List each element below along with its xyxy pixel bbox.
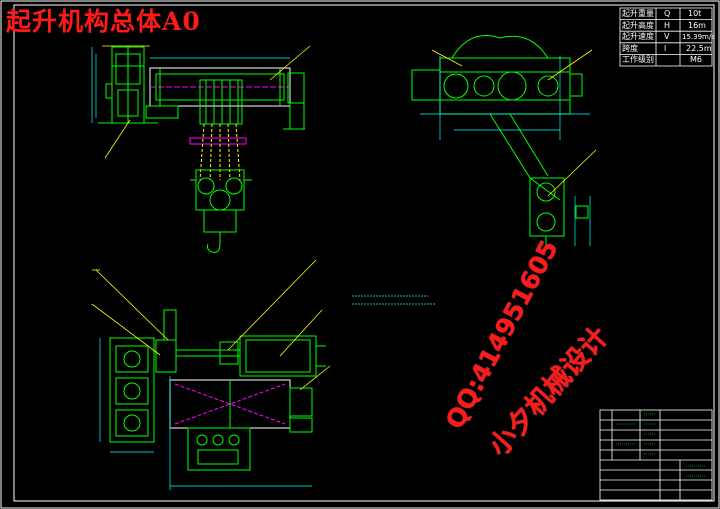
spec-unit: 15.39m/s xyxy=(682,32,715,42)
spec-symbol: Q xyxy=(664,9,671,18)
spec-row: 跨度 xyxy=(622,44,638,54)
spec-param: 工作级别 xyxy=(622,55,654,64)
spec-row: 起升重量 xyxy=(622,9,654,19)
spec-unit-text: 22.5m xyxy=(686,44,712,53)
spec-unit: 22.5m xyxy=(686,44,712,54)
spec-row: 工作级别 xyxy=(622,55,654,65)
title-block-fill xyxy=(616,413,706,477)
spec-unit-text: 15.39m/s xyxy=(682,33,715,41)
front-view-leaders xyxy=(102,45,311,159)
spec-symbol: V xyxy=(664,32,670,41)
spec-symbol: l xyxy=(664,44,667,53)
spec-value: Q xyxy=(664,9,670,19)
plan-view-dimensions xyxy=(99,338,312,490)
spec-param: 跨度 xyxy=(622,44,638,53)
side-view-leaders xyxy=(431,49,597,197)
spec-value: V xyxy=(664,32,669,42)
spec-unit: 16m xyxy=(688,21,706,31)
title-block xyxy=(599,409,713,501)
front-view-dimensions xyxy=(91,47,290,123)
spec-row: 起升速度 xyxy=(622,32,654,42)
spec-symbol: H xyxy=(664,21,671,30)
spec-unit: 10t xyxy=(688,9,701,19)
side-view-dimensions xyxy=(420,56,591,246)
spec-table-grid xyxy=(619,7,713,67)
spec-param: 起升重量 xyxy=(622,9,654,18)
spec-unit-text: 10t xyxy=(688,9,702,18)
spec-value: H xyxy=(664,21,670,31)
drawing-title: 起升机构总体A0 xyxy=(6,7,201,36)
plan-view xyxy=(109,309,326,471)
spec-value: l xyxy=(664,44,666,54)
plan-view-leaders xyxy=(91,259,331,391)
spec-unit: M6 xyxy=(690,55,702,65)
spec-unit-text: M6 xyxy=(690,55,702,64)
spec-unit-text: 16m xyxy=(688,21,706,30)
hoist-front-view xyxy=(98,46,305,253)
spec-param: 起升高度 xyxy=(622,21,654,30)
gearbox-side-view xyxy=(411,35,589,250)
technical-notes xyxy=(352,295,436,305)
inner-frame xyxy=(13,4,715,502)
spec-row: 起升高度 xyxy=(622,21,654,31)
spec-param: 起升速度 xyxy=(622,32,654,41)
